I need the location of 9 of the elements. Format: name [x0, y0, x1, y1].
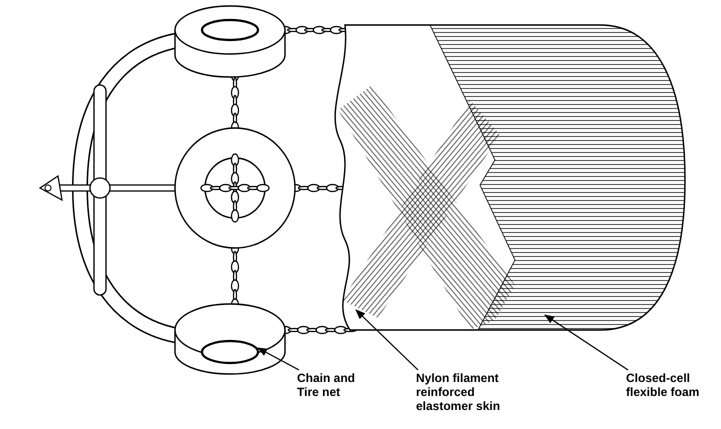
- leader-line: [257, 347, 300, 371]
- part-label: Nylon filament reinforced elastomer skin: [416, 371, 526, 413]
- part-label: Closed-cell flexible foam: [626, 371, 716, 399]
- fender-skin-drawing: [334, 24, 686, 331]
- part-label: Chain and Tire net: [297, 371, 367, 399]
- leader-line: [355, 309, 418, 370]
- tire-drawing: [174, 303, 286, 375]
- foam-hatching: [429, 25, 685, 330]
- leader-line: [544, 314, 628, 370]
